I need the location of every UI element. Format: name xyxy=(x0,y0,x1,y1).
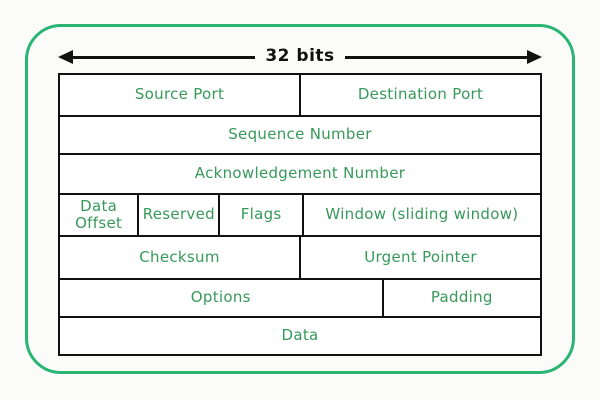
table-row: Sequence Number xyxy=(60,115,540,153)
arrowhead-right-icon xyxy=(527,50,543,64)
cell-checksum: Checksum xyxy=(139,247,220,266)
cell-sequence-number: Sequence Number xyxy=(228,125,372,144)
cell-padding: Padding xyxy=(381,280,540,316)
tcp-header-table: Source Port Destination Port Sequence Nu… xyxy=(58,73,542,356)
table-row: Source Port Destination Port xyxy=(60,75,540,115)
arrow-shaft xyxy=(73,55,256,59)
width-arrow: 32 bits xyxy=(58,46,543,68)
cell-window: Window (sliding window) xyxy=(301,195,540,235)
cell-urgent-pointer: Urgent Pointer xyxy=(299,237,540,278)
cell-acknowledgement-number: Acknowledgement Number xyxy=(194,164,406,183)
table-row: Data Offset Reserved Flags Window (slidi… xyxy=(60,193,540,235)
cell-flags: Flags xyxy=(218,195,302,235)
table-row: Acknowledgement Number xyxy=(60,153,540,193)
cell-data-offset: Data Offset xyxy=(75,196,123,232)
arrowhead-left-icon xyxy=(58,50,73,64)
cell-reserved: Reserved xyxy=(137,195,218,235)
cell-data: Data xyxy=(281,326,319,345)
table-row: Options Padding xyxy=(60,278,540,316)
width-arrow-label: 32 bits xyxy=(265,46,335,66)
table-row: Data xyxy=(60,316,540,354)
arrow-shaft xyxy=(344,55,528,59)
cell-destination-port: Destination Port xyxy=(299,75,540,115)
rounded-border-frame xyxy=(25,24,575,374)
cell-source-port: Source Port xyxy=(134,85,225,104)
cell-options: Options xyxy=(190,288,251,307)
table-row: Checksum Urgent Pointer xyxy=(60,235,540,278)
